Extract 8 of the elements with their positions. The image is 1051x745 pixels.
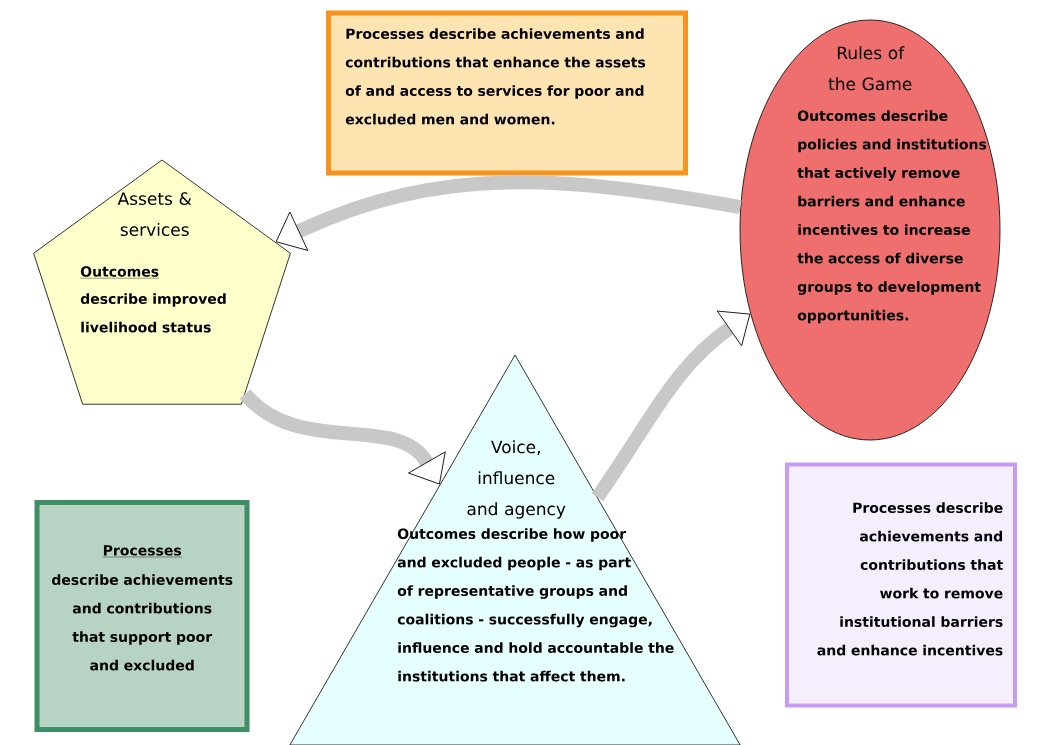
curved-arrow bbox=[275, 175, 742, 251]
curved-arrow bbox=[591, 310, 751, 502]
text-box: Processes describe achievements and contributions that support poor and excluded bbox=[34, 500, 250, 732]
text-box: Processes describe achievements and contributions that work to remove institutional barriers and enhance incentives bbox=[785, 462, 1017, 708]
curved-arrow bbox=[240, 389, 446, 485]
triangle: Voice, influence and agency Outcomes describe how poor and excluded people - as part of representative groups and coalitions - successfully engage, influence and hold accountable the institutions that affect them. bbox=[289, 354, 741, 745]
text-box: Processes describe achievements and contributions that enhance the assets of and access to services for poor and excluded men and women. bbox=[326, 10, 688, 176]
pentagon: Assets & services Outcomes describe improved livelihood status bbox=[33, 159, 291, 405]
